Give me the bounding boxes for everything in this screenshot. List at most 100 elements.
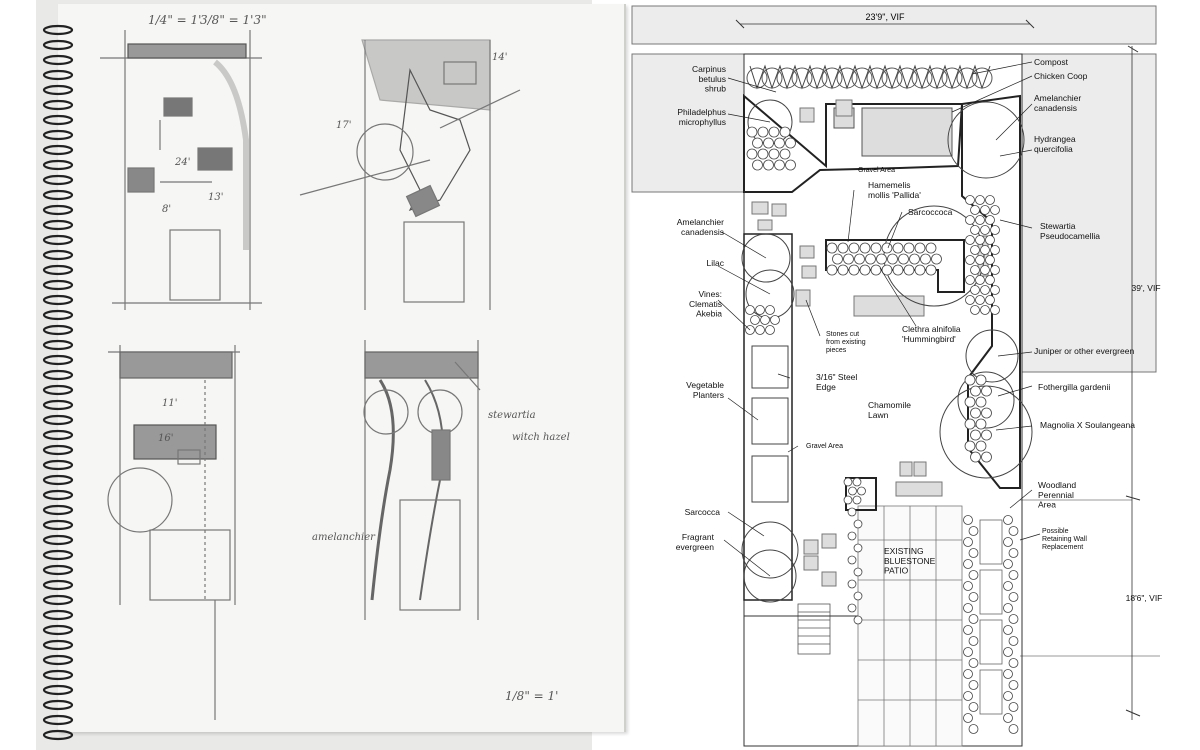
shrub <box>847 579 857 589</box>
dimension-39: 39', VIF <box>1131 283 1160 293</box>
dim-note-1: 14' <box>492 52 507 63</box>
dim-note-3: 24' <box>174 157 190 168</box>
shrub <box>963 669 973 679</box>
shrub <box>931 253 942 265</box>
spiral-coil <box>42 489 74 501</box>
sketchbook-page <box>36 0 626 750</box>
shrub <box>964 418 976 430</box>
shrub <box>981 407 992 419</box>
dimension-18-6: 18'6", VIF <box>1126 593 1163 603</box>
shrub <box>870 264 882 276</box>
shrub <box>968 592 979 602</box>
shrub <box>892 242 904 254</box>
shrub <box>990 225 1000 235</box>
hedge-shrub <box>956 67 978 89</box>
shrub <box>970 305 980 315</box>
shrub <box>1008 526 1019 536</box>
shrub <box>752 137 763 149</box>
spiral-coil <box>42 519 74 531</box>
shrub <box>746 148 758 160</box>
shrub <box>1003 625 1013 635</box>
shrub <box>981 429 992 441</box>
shrub <box>980 285 990 295</box>
shrub <box>968 614 979 624</box>
shrub <box>975 440 987 452</box>
shrub <box>990 205 1000 215</box>
spiral-coil <box>42 534 74 546</box>
shrub <box>750 315 760 325</box>
shrub <box>768 126 780 138</box>
hedge-shrub <box>911 67 933 89</box>
spiral-coil <box>42 99 74 111</box>
shrub <box>837 264 849 276</box>
scale-note-2: 3/8" = 1'3" <box>200 13 267 27</box>
hedge-strip <box>749 64 991 90</box>
shrub <box>968 658 979 668</box>
shrub <box>865 253 876 265</box>
spiral-coil <box>42 714 74 726</box>
shrub <box>826 264 838 276</box>
shrub <box>903 264 915 276</box>
top-dimension-bar <box>631 5 1157 45</box>
spiral-coil <box>42 684 74 696</box>
shrub <box>975 255 985 265</box>
shrub <box>1008 636 1019 646</box>
shrub <box>774 159 785 171</box>
label-juniper: Juniper or other evergreen <box>1034 346 1134 356</box>
hedge-shrub <box>791 67 813 89</box>
dim-note-7: 11' <box>162 398 177 409</box>
shrub <box>970 245 980 255</box>
shrub <box>1003 691 1013 701</box>
spiral-coil <box>42 54 74 66</box>
shrub <box>1003 713 1013 723</box>
steps <box>797 603 831 655</box>
shrub <box>990 265 1000 275</box>
hedge-shrub <box>776 67 798 89</box>
shrub <box>887 253 898 265</box>
spiral-coil <box>42 114 74 126</box>
shrub <box>892 264 904 276</box>
shrub <box>843 495 853 505</box>
shrub <box>968 702 979 712</box>
shrub <box>785 137 796 149</box>
shrub <box>990 285 1000 295</box>
spiral-coil <box>42 129 74 141</box>
shrub <box>859 242 871 254</box>
spiral-coil <box>42 459 74 471</box>
shrub <box>779 126 791 138</box>
shrub <box>1008 614 1019 624</box>
shrub <box>963 647 973 657</box>
spiral-binding <box>42 24 74 741</box>
spiral-coil <box>42 639 74 651</box>
dim-note-8: 16' <box>158 433 173 444</box>
note-amelanchier: amelanchier <box>312 532 376 543</box>
shrub <box>975 374 987 386</box>
shrub <box>975 235 985 245</box>
spiral-coil <box>42 69 74 81</box>
spiral-coil <box>42 564 74 576</box>
spiral-coil <box>42 549 74 561</box>
shrub <box>1003 515 1013 525</box>
spiral-coil <box>42 39 74 51</box>
shrub <box>975 295 985 305</box>
shrub <box>1003 581 1013 591</box>
shrub <box>963 625 973 635</box>
shrub <box>970 429 981 441</box>
shrub <box>925 242 937 254</box>
shrub <box>1008 548 1019 558</box>
shrub <box>909 253 920 265</box>
shrub <box>980 205 990 215</box>
spiral-coil <box>42 294 74 306</box>
shrub <box>1008 680 1019 690</box>
dim-note-4: 13' <box>208 192 223 203</box>
shrub <box>985 275 995 285</box>
hedge-shrub <box>926 67 948 89</box>
shrub <box>963 559 973 569</box>
shrub <box>763 159 774 171</box>
shrub <box>968 570 979 580</box>
